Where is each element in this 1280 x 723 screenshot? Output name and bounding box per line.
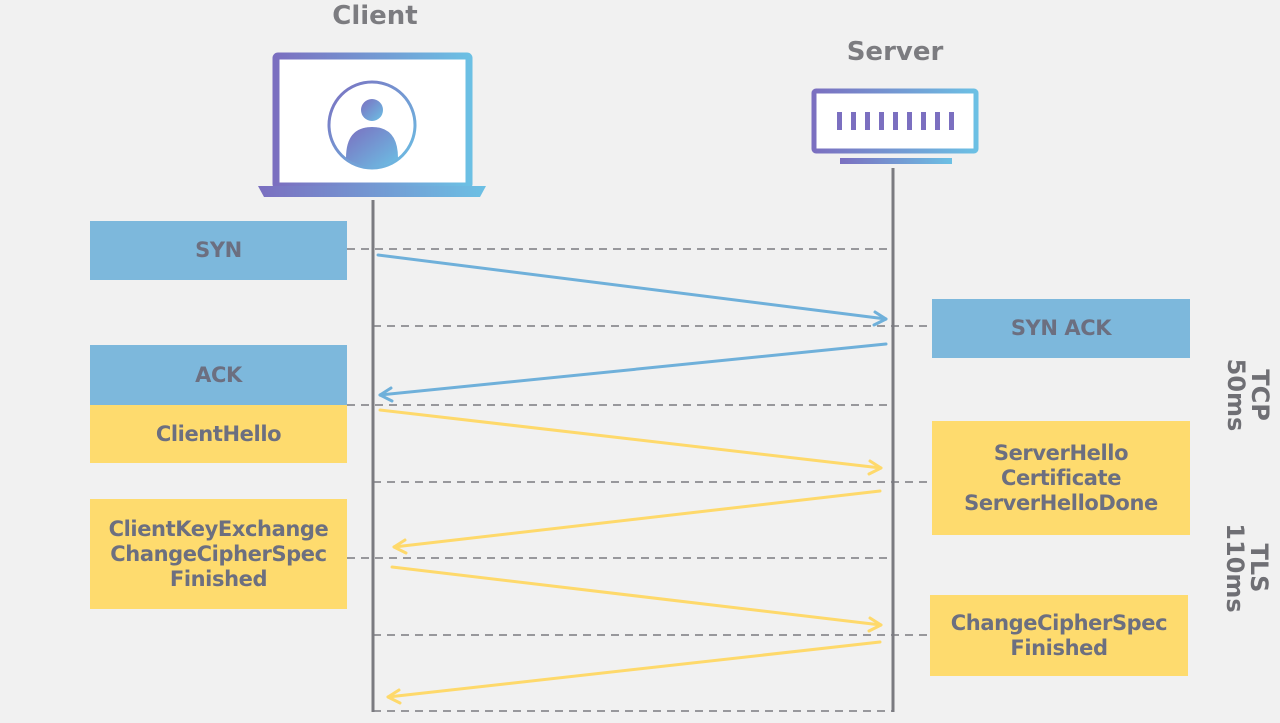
tls-phase-duration: 110ms [1221, 523, 1249, 613]
server-label: Server [846, 37, 944, 67]
syn-arrow [376, 253, 888, 327]
change-cipher-spec-line: ChangeCipherSpec [110, 541, 327, 566]
client-hello-arrow [378, 408, 883, 476]
finished-line: Finished [1010, 635, 1108, 660]
client-key-exchange-box: ClientKeyExchange ChangeCipherSpec Finis… [90, 499, 347, 609]
change-cipher-spec-line: ChangeCipherSpec [950, 610, 1168, 635]
ack-label: ACK [195, 362, 242, 387]
client-key-exchange-arrow [390, 565, 883, 633]
certificate-line: Certificate [1000, 465, 1122, 490]
syn-box: SYN [90, 221, 347, 280]
server-hello-done-line: ServerHelloDone [964, 490, 1158, 515]
tcp-phase-duration: 50ms [1222, 358, 1250, 432]
server-hello-line: ServerHello [993, 440, 1129, 465]
laptop-user-icon [258, 52, 486, 197]
server-hello-arrow [392, 489, 882, 555]
tls-phase-label: TLS 110ms [1221, 518, 1273, 618]
server-change-cipher-box: ChangeCipherSpec Finished [930, 595, 1188, 676]
syn-ack-arrow [378, 342, 888, 403]
client-label: Client [332, 1, 418, 31]
tls-phase-name: TLS [1245, 543, 1273, 593]
finished-line: Finished [169, 566, 268, 591]
client-key-exchange-line: ClientKeyExchange [108, 516, 329, 541]
client-hello-label: ClientHello [155, 421, 282, 446]
syn-ack-box: SYN ACK [932, 299, 1190, 358]
tcp-phase-name: TCP [1246, 369, 1274, 421]
ack-box: ACK [90, 345, 347, 405]
client-hello-box: ClientHello [90, 405, 347, 463]
syn-ack-label: SYN ACK [1010, 316, 1112, 340]
server-hello-box: ServerHello Certificate ServerHelloDone [932, 421, 1190, 535]
tcp-phase-label: TCP 50ms [1222, 353, 1274, 437]
server-finished-arrow [386, 640, 882, 705]
server-icon [811, 88, 979, 164]
syn-label: SYN [195, 238, 242, 262]
